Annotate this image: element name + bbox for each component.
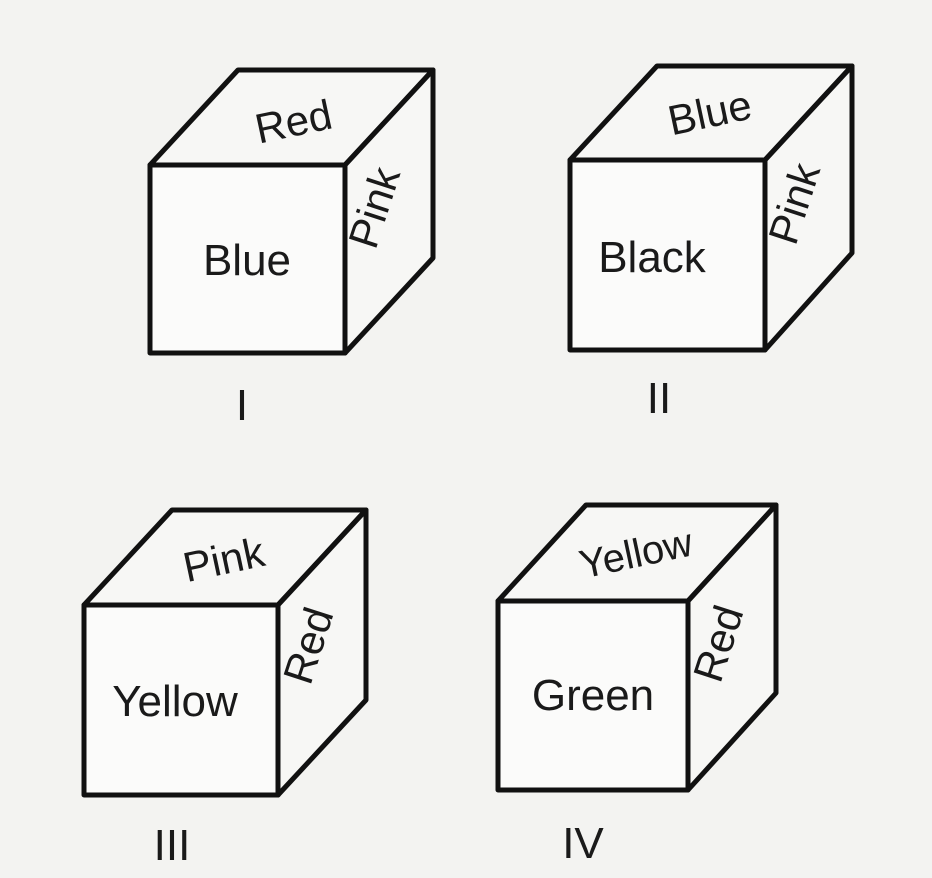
cube-1-label: I	[236, 381, 248, 430]
cube-4-front-text: Green	[532, 671, 654, 720]
cube-2-label: II	[647, 374, 671, 423]
cube-3-front-text: Yellow	[112, 677, 238, 726]
cube-4: Green Yellow Red IV	[495, 502, 779, 868]
cube-1-front-face	[147, 162, 348, 356]
cube-3-front-face	[81, 602, 281, 798]
cube-3-label: III	[154, 821, 191, 870]
cube-2-front-face	[567, 157, 768, 353]
cube-4-front-face	[495, 598, 691, 793]
cube-1-front-text: Blue	[203, 236, 291, 285]
cube-3: Yellow Pink Red III	[81, 507, 369, 870]
cube-2-front-text: Black	[598, 233, 707, 282]
cube-1: Blue Red Pink I	[147, 67, 436, 430]
cube-2: Black Blue Pink II	[567, 63, 855, 423]
cube-4-label: IV	[562, 819, 604, 868]
